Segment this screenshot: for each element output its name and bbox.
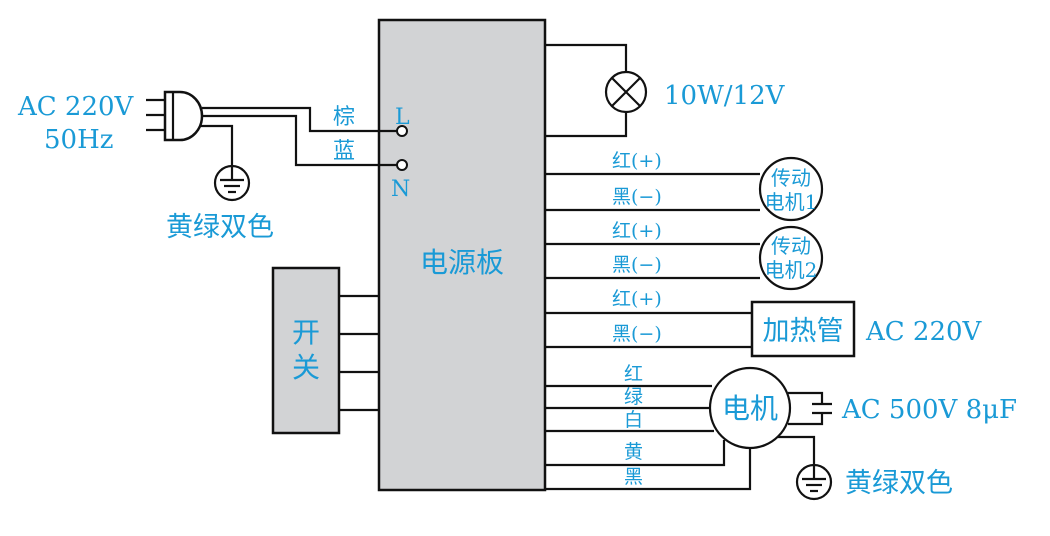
terminal-l (396, 125, 408, 137)
input-ground-label: 黄绿双色 (166, 212, 274, 243)
plug-icon (146, 90, 204, 142)
ground-icon (213, 164, 251, 202)
motor-ground-icon (795, 463, 833, 501)
terminal-n-label: N (391, 177, 410, 202)
terminal-n (396, 159, 408, 171)
motor-ground-label: 黄绿双色 (845, 468, 953, 499)
heater-black-label: 黑(−) (612, 323, 662, 345)
capacitor-icon (788, 391, 832, 426)
motor2-name-2: 电机2 (765, 258, 818, 282)
heater-name: 加热管 (763, 316, 844, 347)
main-motor (708, 366, 792, 450)
switch-wires (339, 294, 379, 412)
power-board-label: 电源板 (420, 246, 504, 279)
lamp-return-wire (545, 112, 628, 138)
heater-red-label: 红(+) (612, 288, 662, 310)
lamp-wire (545, 43, 628, 72)
motor-ground-wire (777, 435, 816, 465)
main-motor-name: 电机 (722, 392, 778, 425)
main-motor-wires (545, 384, 752, 491)
motor1-black-label: 黑(−) (612, 186, 662, 208)
switch-label-1: 开 (292, 316, 320, 349)
heater-rating: AC 220V (865, 317, 983, 347)
motor2-name-1: 传动 (771, 234, 811, 258)
drive-motor-2 (758, 225, 824, 291)
motor1-name-2: 电机1 (765, 190, 818, 214)
power-board (377, 18, 547, 492)
motor-wire-white: 白 (624, 409, 643, 431)
motor1-name-1: 传动 (771, 166, 811, 190)
terminal-l-label: L (395, 105, 410, 130)
drive-motor-1 (758, 156, 824, 222)
lamp-rating: 10W/12V (664, 81, 786, 111)
switch-label-2: 关 (292, 351, 320, 384)
motor-wire-black: 黑 (624, 466, 643, 488)
motor2-red-label: 红(+) (612, 220, 662, 242)
blue-wire-label: 蓝 (333, 139, 355, 164)
switch-box (271, 266, 341, 435)
brown-wire-label: 棕 (333, 105, 355, 130)
motor-wire-yellow: 黄 (624, 441, 643, 463)
motor-wire-green: 绿 (624, 386, 643, 408)
heater-box (750, 300, 856, 358)
capacitor-rating: AC 500V 8μF (841, 395, 1017, 425)
ac-input-frequency: 50Hz (44, 125, 113, 155)
motor1-red-label: 红(+) (612, 150, 662, 172)
motor2-black-label: 黑(−) (612, 254, 662, 276)
motor-wire-red: 红 (624, 363, 643, 385)
lamp-icon (604, 70, 648, 114)
mains-wires (200, 106, 397, 167)
ac-input-voltage: AC 220V (17, 92, 135, 122)
